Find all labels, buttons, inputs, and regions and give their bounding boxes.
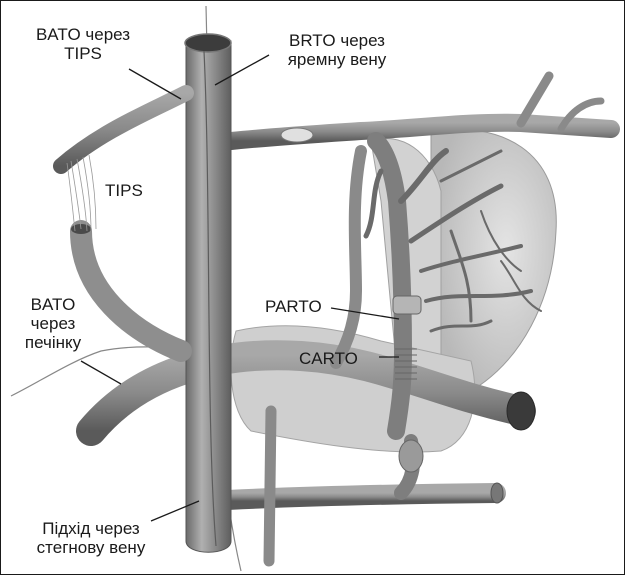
label-bato-liver: BATO через печінку <box>7 295 99 352</box>
label-parto: PARTO <box>265 297 322 316</box>
ivc-opening <box>185 34 231 52</box>
label-tips: TIPS <box>105 181 143 200</box>
label-brto-jugular: BRTO через яремну вену <box>257 31 417 69</box>
hepatic-vein <box>61 93 186 166</box>
label-femoral: Підхід через стегнову вену <box>7 519 175 557</box>
renal-vein <box>206 493 496 501</box>
label-bato-tips: BATO через TIPS <box>7 25 159 63</box>
label-carto: CARTO <box>299 349 358 368</box>
